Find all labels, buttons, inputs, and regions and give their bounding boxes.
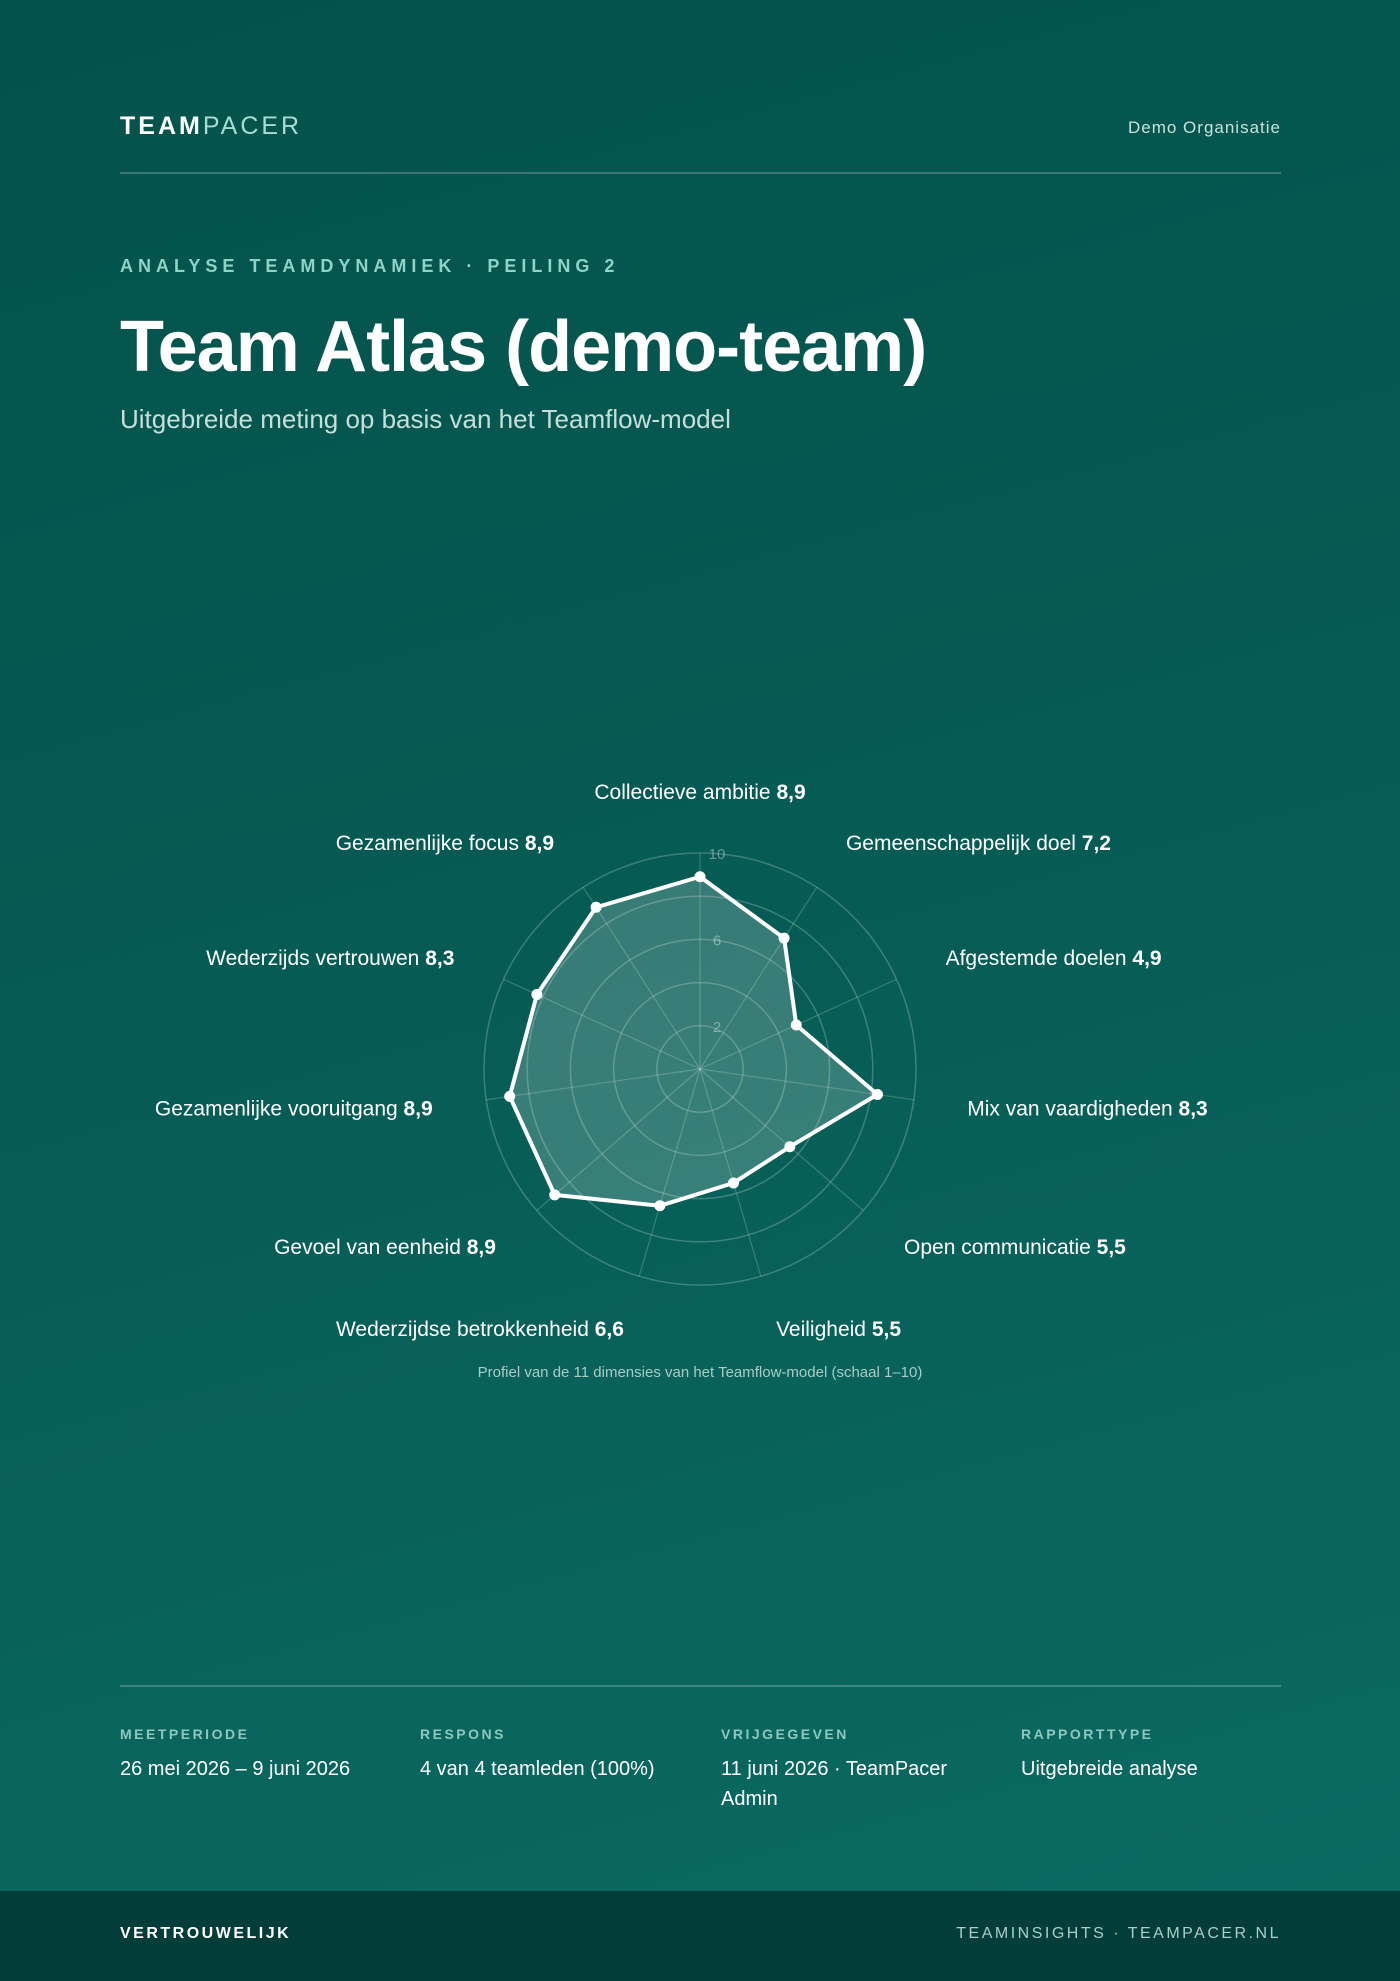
grid-spoke-2 (699, 886, 818, 1070)
report-meta: MEETPERIODE 26 mei 2026 – 9 juni 2026 RE… (120, 1685, 1281, 1810)
meta-period-value: 26 mei 2026 – 9 juni 2026 (120, 1758, 351, 1780)
meta-response-label: RESPONS (420, 1726, 506, 1742)
grid-ring-5 (483, 852, 917, 1286)
meta-report-type-label: RAPPORTTYPE (1021, 1726, 1154, 1742)
dimension-label: Afgestemde doelen 4,9 (946, 947, 1162, 970)
data-polygon (507, 874, 880, 1208)
meta-response-value: 4 van 4 teamleden (100%) (420, 1758, 655, 1780)
confidential-label: VERTROUWELIJK (120, 1925, 292, 1942)
site-label: TEAMINSIGHTS · TEAMPACER.NL (956, 1925, 1281, 1942)
data-point (784, 1141, 796, 1153)
data-point (531, 989, 543, 1001)
data-point (694, 871, 706, 883)
dimension-name: Afgestemde doelen (946, 947, 1133, 970)
data-point (549, 1189, 561, 1201)
dimension-value: 8,9 (776, 781, 805, 804)
data-point (654, 1200, 666, 1212)
dimension-label: Wederzijdse betrokkenheid 6,6 (336, 1318, 624, 1341)
grid-spoke-11 (582, 886, 701, 1070)
dimension-label: Collectieve ambitie 8,9 (594, 781, 805, 804)
meta-report-type: RAPPORTTYPE Uitgebreide analyse (1021, 1726, 1291, 1784)
meta-period-label: MEETPERIODE (120, 1726, 250, 1742)
dimension-name: Gezamenlijke focus (336, 832, 525, 855)
dimension-label: Veiligheid 5,5 (776, 1318, 901, 1341)
dimension-value: 8,9 (404, 1097, 433, 1120)
data-point (590, 901, 602, 913)
grid-spoke-5 (699, 1068, 864, 1211)
report-subtitle: Uitgebreide meting op basis van het Team… (120, 404, 731, 434)
grid-spoke-6 (699, 1068, 762, 1277)
grid-spoke-9 (486, 1068, 701, 1101)
bottom-bar: VERTROUWELIJK TEAMINSIGHTS · TEAMPACER.N… (0, 1891, 1400, 1981)
dimension-name: Veiligheid (776, 1318, 872, 1341)
dimension-value: 7,2 (1082, 832, 1111, 855)
report-title: Team Atlas (demo-team) (120, 307, 927, 387)
ring-label: 10 (709, 846, 726, 863)
meta-report-type-value: Uitgebreide analyse (1021, 1758, 1198, 1780)
meta-period: MEETPERIODE 26 mei 2026 – 9 juni 2026 (120, 1726, 390, 1784)
dimension-name: Collectieve ambitie (594, 781, 776, 804)
meta-released-label: VRIJGEGEVEN (721, 1726, 849, 1742)
grid-ring-4 (526, 895, 874, 1243)
dimension-name: Wederzijdse betrokkenheid (336, 1318, 595, 1341)
chart-caption: Profiel van de 11 dimensies van het Team… (477, 1364, 923, 1381)
dimension-value: 5,5 (1097, 1236, 1127, 1259)
dimension-label: Gezamenlijke focus 8,9 (336, 832, 554, 855)
dimension-name: Mix van vaardigheden (967, 1097, 1178, 1120)
data-point (871, 1089, 883, 1101)
dimension-label: Wederzijds vertrouwen 8,3 (206, 947, 454, 970)
ring-label: 2 (713, 1019, 721, 1036)
report-header: TEAMPACER Demo Organisatie (120, 110, 1281, 174)
dimension-name: Open communicatie (904, 1236, 1097, 1259)
logo-strong: TEAM (120, 112, 203, 140)
organisation-name: Demo Organisatie (1127, 118, 1281, 137)
data-point (504, 1090, 516, 1102)
data-point (790, 1019, 802, 1031)
grid-spoke-7 (638, 1068, 701, 1277)
logo-light: PACER (202, 112, 303, 140)
dimension-value: 8,3 (425, 947, 454, 970)
dimension-name: Gevoel van eenheid (274, 1236, 467, 1259)
dimension-name: Gezamenlijke vooruitgang (155, 1097, 404, 1120)
dimension-value: 8,3 (1179, 1097, 1208, 1120)
meta-response: RESPONS 4 van 4 teamleden (100%) (420, 1726, 690, 1784)
data-point (778, 932, 790, 944)
dimension-value: 4,9 (1132, 947, 1161, 970)
logo: TEAMPACER (120, 112, 302, 141)
dimension-label: Gezamenlijke vooruitgang 8,9 (155, 1097, 433, 1120)
dimension-value: 8,9 (467, 1236, 496, 1259)
dimension-value: 8,9 (525, 832, 554, 855)
dimension-name: Gemeenschappelijk doel (846, 832, 1082, 855)
ring-label: 6 (713, 932, 721, 949)
report-eyebrow: ANALYSE TEAMDYNAMIEK · PEILING 2 (120, 256, 620, 276)
radar-chart: 2610Collectieve ambitie 8,9Gemeenschappe… (0, 760, 1400, 1400)
meta-released: VRIJGEGEVEN 11 juni 2026 · TeamPacer Adm… (721, 1726, 971, 1814)
dimension-label: Gemeenschappelijk doel 7,2 (846, 832, 1111, 855)
data-point (727, 1177, 739, 1189)
dimension-value: 6,6 (595, 1318, 624, 1341)
dimension-label: Open communicatie 5,5 (904, 1236, 1126, 1259)
radar-chart-svg: 2610Collectieve ambitie 8,9Gemeenschappe… (155, 781, 1208, 1341)
meta-released-value: 11 juni 2026 · TeamPacer Admin (721, 1758, 948, 1810)
grid-ring-3 (569, 938, 831, 1200)
dimension-name: Wederzijds vertrouwen (206, 947, 425, 970)
dimension-value: 5,5 (872, 1318, 902, 1341)
grid-spoke-8 (536, 1068, 701, 1211)
grid-ring-2 (612, 981, 788, 1157)
grid-ring-1 (656, 1025, 744, 1113)
dimension-label: Gevoel van eenheid 8,9 (274, 1236, 496, 1259)
dimension-label: Mix van vaardigheden 8,3 (967, 1097, 1207, 1120)
